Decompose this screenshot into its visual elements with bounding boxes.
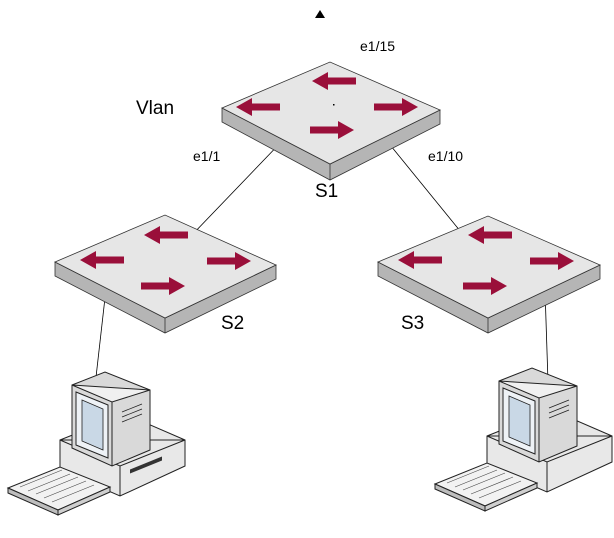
port-label-e1-15: e1/15 — [360, 38, 396, 54]
switch-s2 — [54, 214, 277, 334]
switch-s1 — [221, 61, 441, 181]
switch-label-s3: S3 — [401, 313, 425, 334]
vlan-label: Vlan — [136, 98, 175, 119]
port-label-e1-1: e1/1 — [193, 148, 221, 164]
switch-label-s1: S1 — [315, 181, 339, 202]
computer-pc1 — [6, 371, 186, 516]
link-s2-pc1 — [94, 288, 107, 387]
port-label-e1-10: e1/10 — [428, 148, 464, 164]
computer-pc2 — [433, 367, 613, 512]
top-marker — [315, 10, 325, 18]
switch-label-s2: S2 — [221, 313, 245, 334]
switch-s3 — [377, 215, 601, 334]
